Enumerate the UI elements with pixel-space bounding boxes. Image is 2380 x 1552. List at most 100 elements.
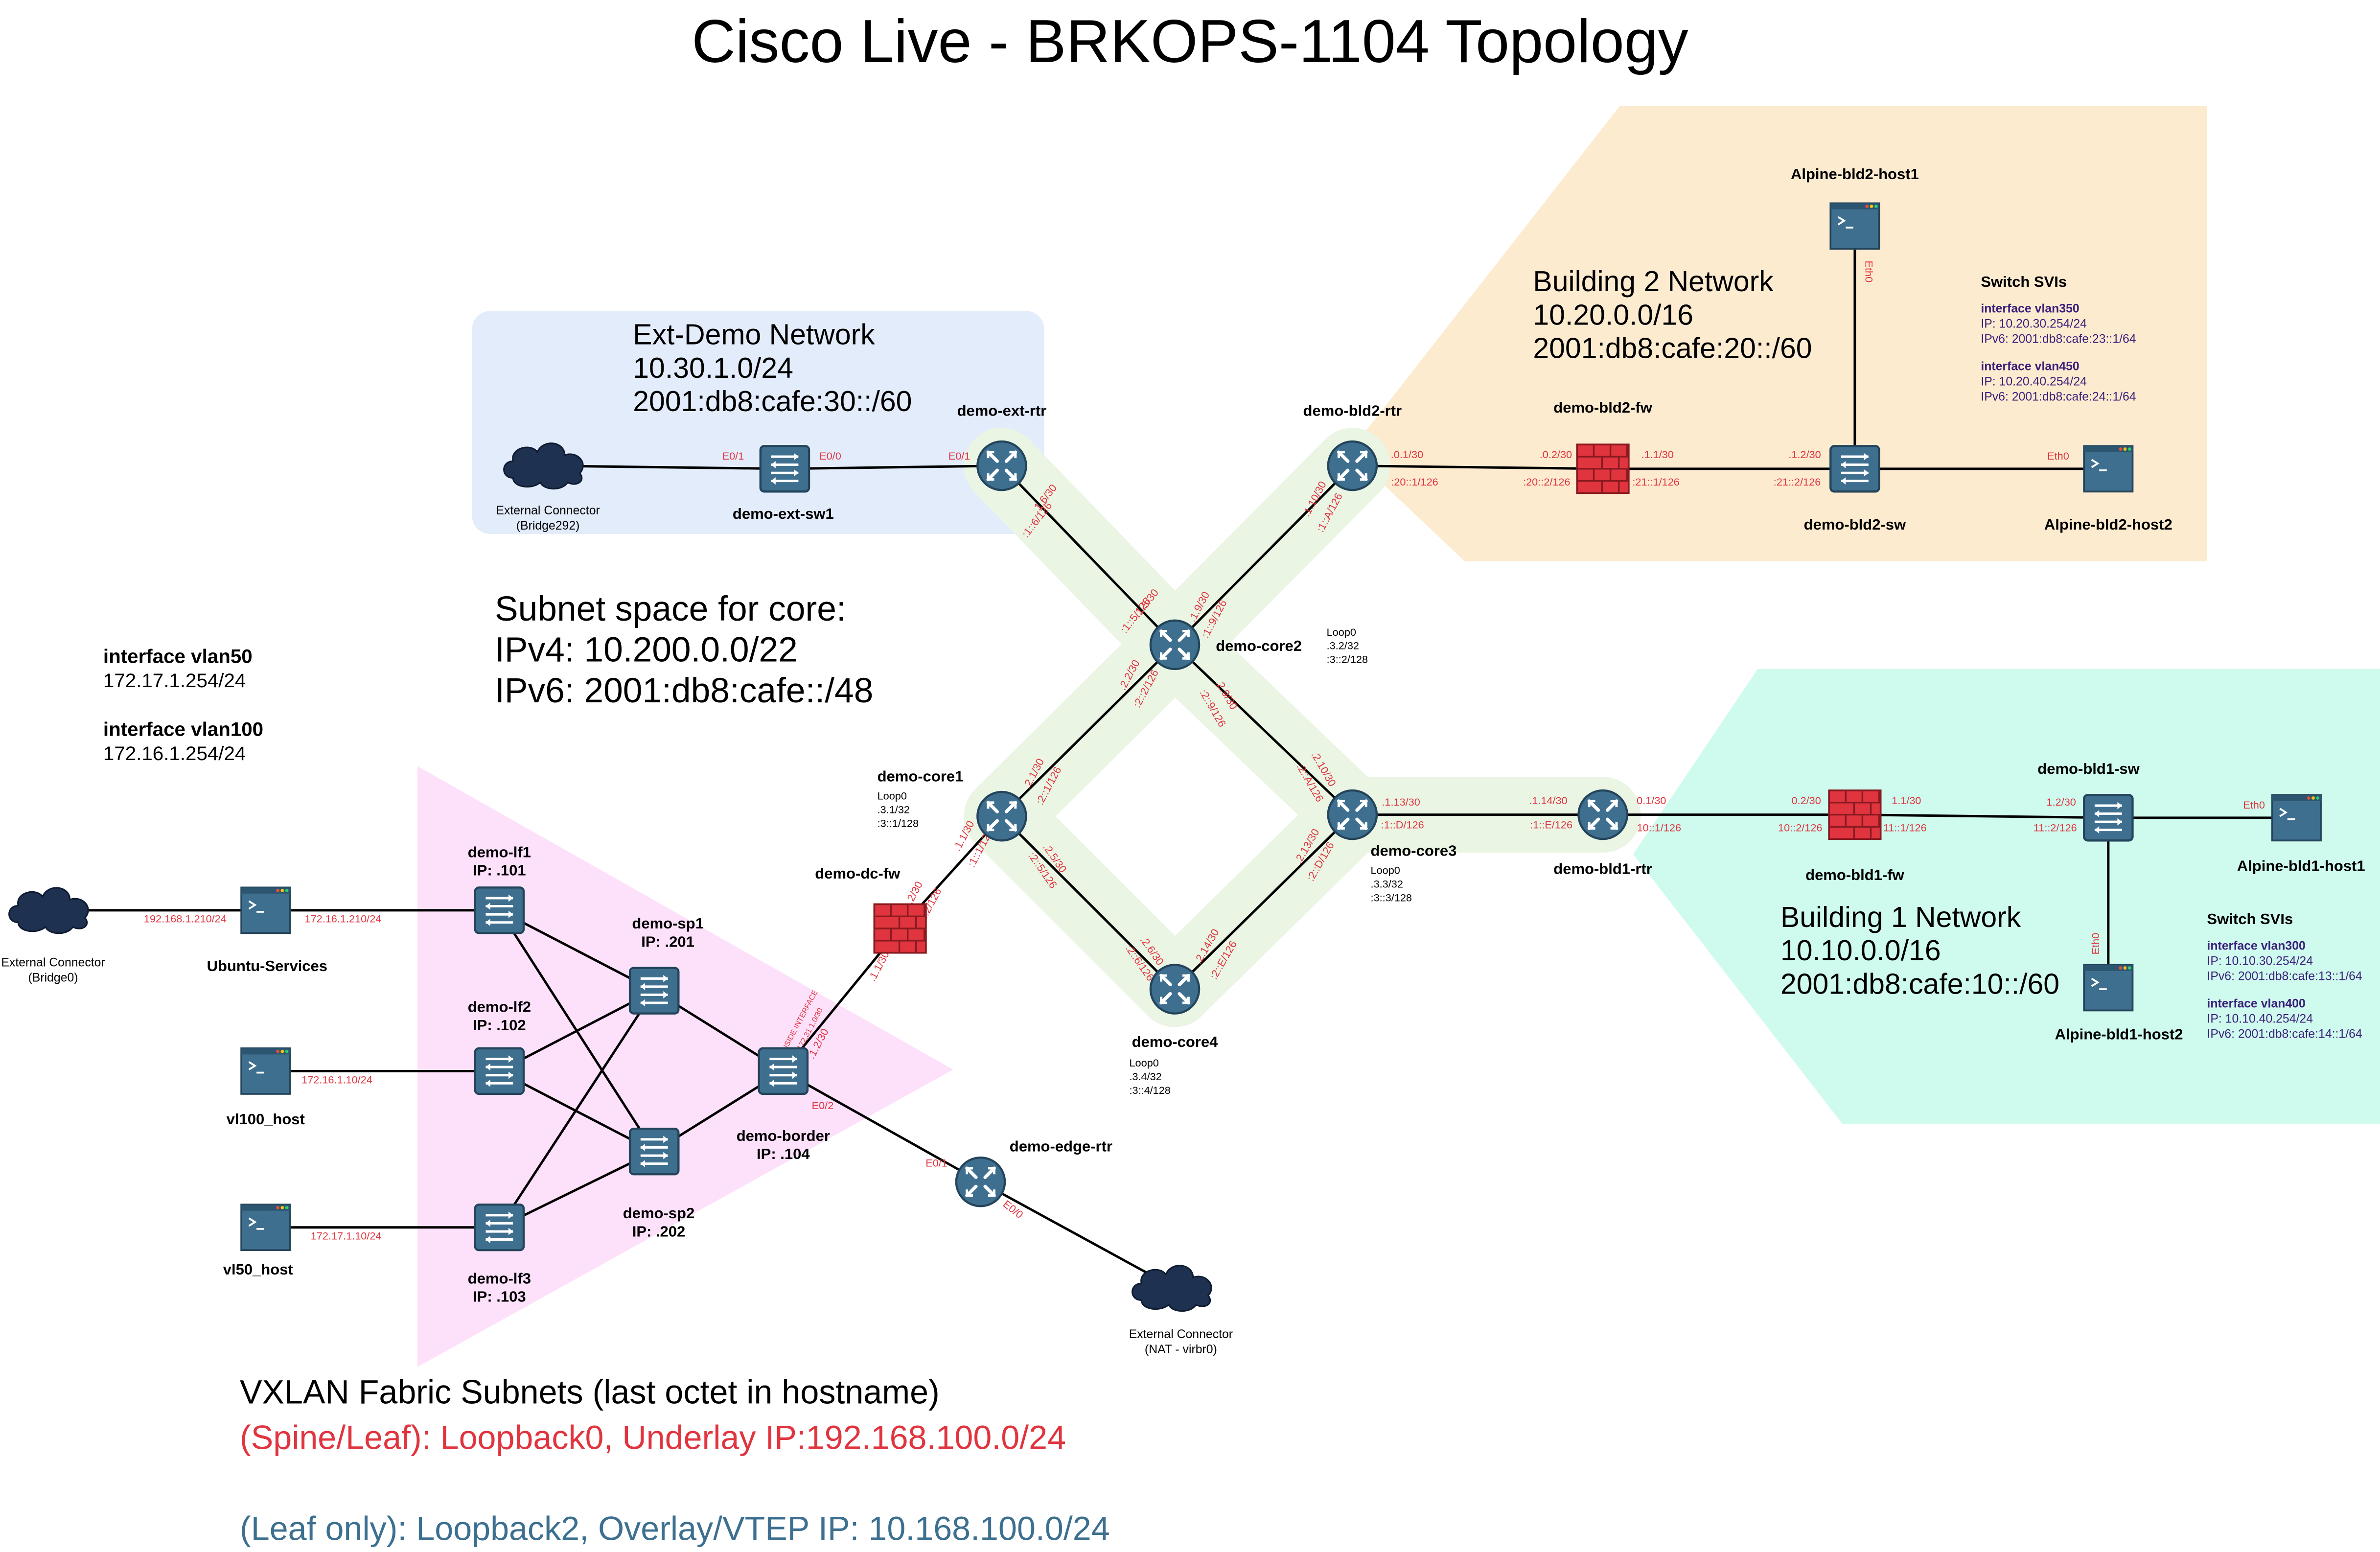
vxlan-fabric-info: VXLAN Fabric Subnets (last octet in host… bbox=[240, 1370, 1110, 1552]
demo-ext-sw1-icon[interactable] bbox=[759, 445, 810, 493]
bld2-svi-vlan350-ip: IP: 10.20.30.254/24 bbox=[1981, 317, 2087, 331]
link-label: Eth0 bbox=[2089, 933, 2102, 955]
ext-conn-bridge0-label: (Bridge0) bbox=[28, 972, 78, 985]
bld2-network-zone bbox=[1349, 106, 2207, 561]
fabric-underlay: (Spine/Leaf): Loopback0, Underlay IP:192… bbox=[240, 1418, 1066, 1457]
link-demo-core2-demo-core1 bbox=[1001, 644, 1176, 817]
ubuntu-services-label: Ubuntu-Services bbox=[207, 957, 327, 974]
link-label: Eth0 bbox=[2243, 799, 2265, 811]
ext-conn-bridge0-icon[interactable] bbox=[8, 887, 89, 934]
alpine-bld1-host2-label: Alpine-bld1-host2 bbox=[2055, 1025, 2183, 1042]
link-label: 0.2/30 bbox=[1792, 794, 1821, 807]
demo-sp2-label: IP: .202 bbox=[632, 1223, 686, 1240]
vlan100-name: interface vlan100 bbox=[103, 718, 264, 741]
bld2-switch-svis: Switch SVIs interface vlan350 IP: 10.20.… bbox=[1981, 275, 2136, 405]
link-label: :1::E/126 bbox=[1530, 818, 1572, 831]
link-demo-lf2-demo-sp2 bbox=[499, 1070, 655, 1153]
demo-lf2-icon[interactable] bbox=[474, 1047, 525, 1095]
alpine-bld2-host1-icon[interactable] bbox=[1829, 202, 1880, 250]
link-label: 172.16.1.210/24 bbox=[305, 913, 382, 925]
link-label: 10::2/126 bbox=[1778, 822, 1822, 834]
ext-conn-nat-icon[interactable] bbox=[1132, 1265, 1212, 1312]
link-demo-core3-demo-core4 bbox=[1174, 813, 1354, 990]
fabric-heading: VXLAN Fabric Subnets (last octet in host… bbox=[240, 1373, 940, 1411]
alpine-bld2-host2-icon[interactable] bbox=[2083, 445, 2134, 493]
demo-core3-icon[interactable] bbox=[1327, 789, 1378, 840]
demo-ext-rtr-icon[interactable] bbox=[976, 440, 1027, 491]
demo-bld2-rtr-icon[interactable] bbox=[1327, 440, 1378, 491]
bld1-network-name: Building 1 Network bbox=[1780, 903, 2021, 935]
demo-core1-icon[interactable] bbox=[976, 790, 1027, 842]
link-label: Eth0 bbox=[2047, 450, 2069, 462]
bld1-svi-vlan300-ipv6: IPv6: 2001:db8:cafe:13::1/64 bbox=[2207, 969, 2362, 983]
bld2-svi-heading: Switch SVIs bbox=[1981, 275, 2067, 292]
demo-core2-icon[interactable] bbox=[1149, 619, 1201, 671]
alpine-bld2-host2-label: Alpine-bld2-host2 bbox=[2044, 516, 2172, 533]
ext-network-name: Ext-Demo Network bbox=[633, 320, 875, 352]
demo-core4-label: demo-core4 bbox=[1132, 1033, 1219, 1050]
demo-lf3-icon[interactable] bbox=[474, 1204, 525, 1251]
ext-conn-bridge0-label: External Connector bbox=[1, 956, 105, 970]
demo-bld2-fw-label: demo-bld2-fw bbox=[1553, 399, 1652, 416]
demo-border-label: demo-border bbox=[737, 1127, 830, 1144]
link-label: 172.16.1.10/24 bbox=[301, 1073, 372, 1086]
bld1-network-info: Building 1 Network 10.10.0.0/16 2001:db8… bbox=[1780, 903, 2059, 1003]
ext-network-ipv6: 2001:db8:cafe:30::/60 bbox=[633, 387, 912, 419]
link-label: :1::D/126 bbox=[1381, 818, 1424, 831]
demo-sp1-icon[interactable] bbox=[628, 967, 680, 1015]
demo-bld1-fw-label: demo-bld1-fw bbox=[1805, 866, 1904, 883]
vl50-host-icon[interactable] bbox=[240, 1204, 291, 1251]
link-demo-lf2-demo-sp1 bbox=[499, 989, 655, 1072]
vl50-host-label: vl50_host bbox=[223, 1261, 293, 1278]
alpine-bld1-host2-icon[interactable] bbox=[2083, 964, 2134, 1012]
vxlan-fabric-zone bbox=[417, 766, 953, 1367]
ext-network-zone bbox=[472, 311, 1044, 534]
core-subnet-heading: Subnet space for core: bbox=[495, 588, 846, 628]
link-demo-bld2-rtr-demo-core2 bbox=[1174, 464, 1354, 646]
ext-conn-bridge292-icon[interactable] bbox=[503, 442, 584, 490]
demo-bld1-fw-icon[interactable] bbox=[1828, 789, 1882, 840]
demo-border-icon[interactable] bbox=[758, 1047, 809, 1095]
demo-ext-sw1-label: demo-ext-sw1 bbox=[733, 505, 834, 522]
link-demo-bld1-fw-demo-bld1-sw bbox=[1854, 813, 2108, 819]
bld1-svi-heading: Switch SVIs bbox=[2207, 911, 2293, 929]
link-label: E0/2 bbox=[812, 1099, 834, 1112]
ext-network-ipv4: 10.30.1.0/24 bbox=[633, 353, 793, 386]
link-label: .1.2/30 bbox=[1788, 448, 1821, 461]
link-label: E0/0 bbox=[1001, 1198, 1026, 1221]
ext-network-info: Ext-Demo Network 10.30.1.0/24 2001:db8:c… bbox=[633, 320, 912, 420]
demo-lf1-icon[interactable] bbox=[474, 886, 525, 934]
link-demo-edge-rtr-ext-conn-nat bbox=[980, 1181, 1176, 1289]
demo-bld2-sw-icon[interactable] bbox=[1829, 445, 1880, 493]
demo-core4-loopback-label: Loop0 bbox=[1129, 1057, 1158, 1069]
demo-bld2-sw-label: demo-bld2-sw bbox=[1804, 516, 1906, 533]
demo-core3-loopback-label: Loop0 bbox=[1371, 864, 1400, 876]
demo-edge-rtr-icon[interactable] bbox=[955, 1156, 1006, 1207]
demo-sp2-icon[interactable] bbox=[628, 1128, 680, 1176]
bld2-svi-vlan350-name: interface vlan350 bbox=[1981, 301, 2080, 316]
demo-dc-fw-icon[interactable] bbox=[873, 903, 927, 954]
bld2-svi-vlan350-ipv6: IPv6: 2001:db8:cafe:23::1/64 bbox=[1981, 332, 2136, 346]
demo-bld1-sw-icon[interactable] bbox=[2083, 794, 2134, 842]
demo-dc-fw-label: demo-dc-fw bbox=[815, 865, 901, 882]
demo-border-label: IP: .104 bbox=[757, 1145, 810, 1162]
fabric-overlay: (Leaf only): Loopback2, Overlay/VTEP IP:… bbox=[240, 1509, 1110, 1548]
demo-sp2-label: demo-sp2 bbox=[623, 1205, 694, 1222]
ubuntu-services-icon[interactable] bbox=[240, 886, 291, 934]
demo-lf3-label: IP: .103 bbox=[473, 1288, 526, 1305]
demo-core1-loopback-label: :3::1/128 bbox=[878, 817, 919, 829]
demo-lf2-label: IP: .102 bbox=[473, 1017, 526, 1034]
demo-core4-icon[interactable] bbox=[1149, 964, 1201, 1015]
demo-bld1-sw-label: demo-bld1-sw bbox=[2037, 760, 2140, 777]
demo-sp1-label: IP: .201 bbox=[641, 933, 694, 950]
bld1-network-ipv4: 10.10.0.0/16 bbox=[1780, 936, 1941, 968]
demo-core3-loopback-label: :3::3/128 bbox=[1371, 891, 1412, 903]
demo-bld1-rtr-icon[interactable] bbox=[1577, 789, 1628, 840]
demo-bld2-fw-icon[interactable] bbox=[1576, 443, 1630, 494]
vl100-host-icon[interactable] bbox=[240, 1047, 291, 1095]
link-demo-bld2-rtr-demo-bld2-fw bbox=[1352, 464, 1603, 470]
bld1-switch-svis: Switch SVIs interface vlan300 IP: 10.10.… bbox=[2207, 912, 2362, 1042]
alpine-bld1-host1-icon[interactable] bbox=[2271, 794, 2322, 842]
